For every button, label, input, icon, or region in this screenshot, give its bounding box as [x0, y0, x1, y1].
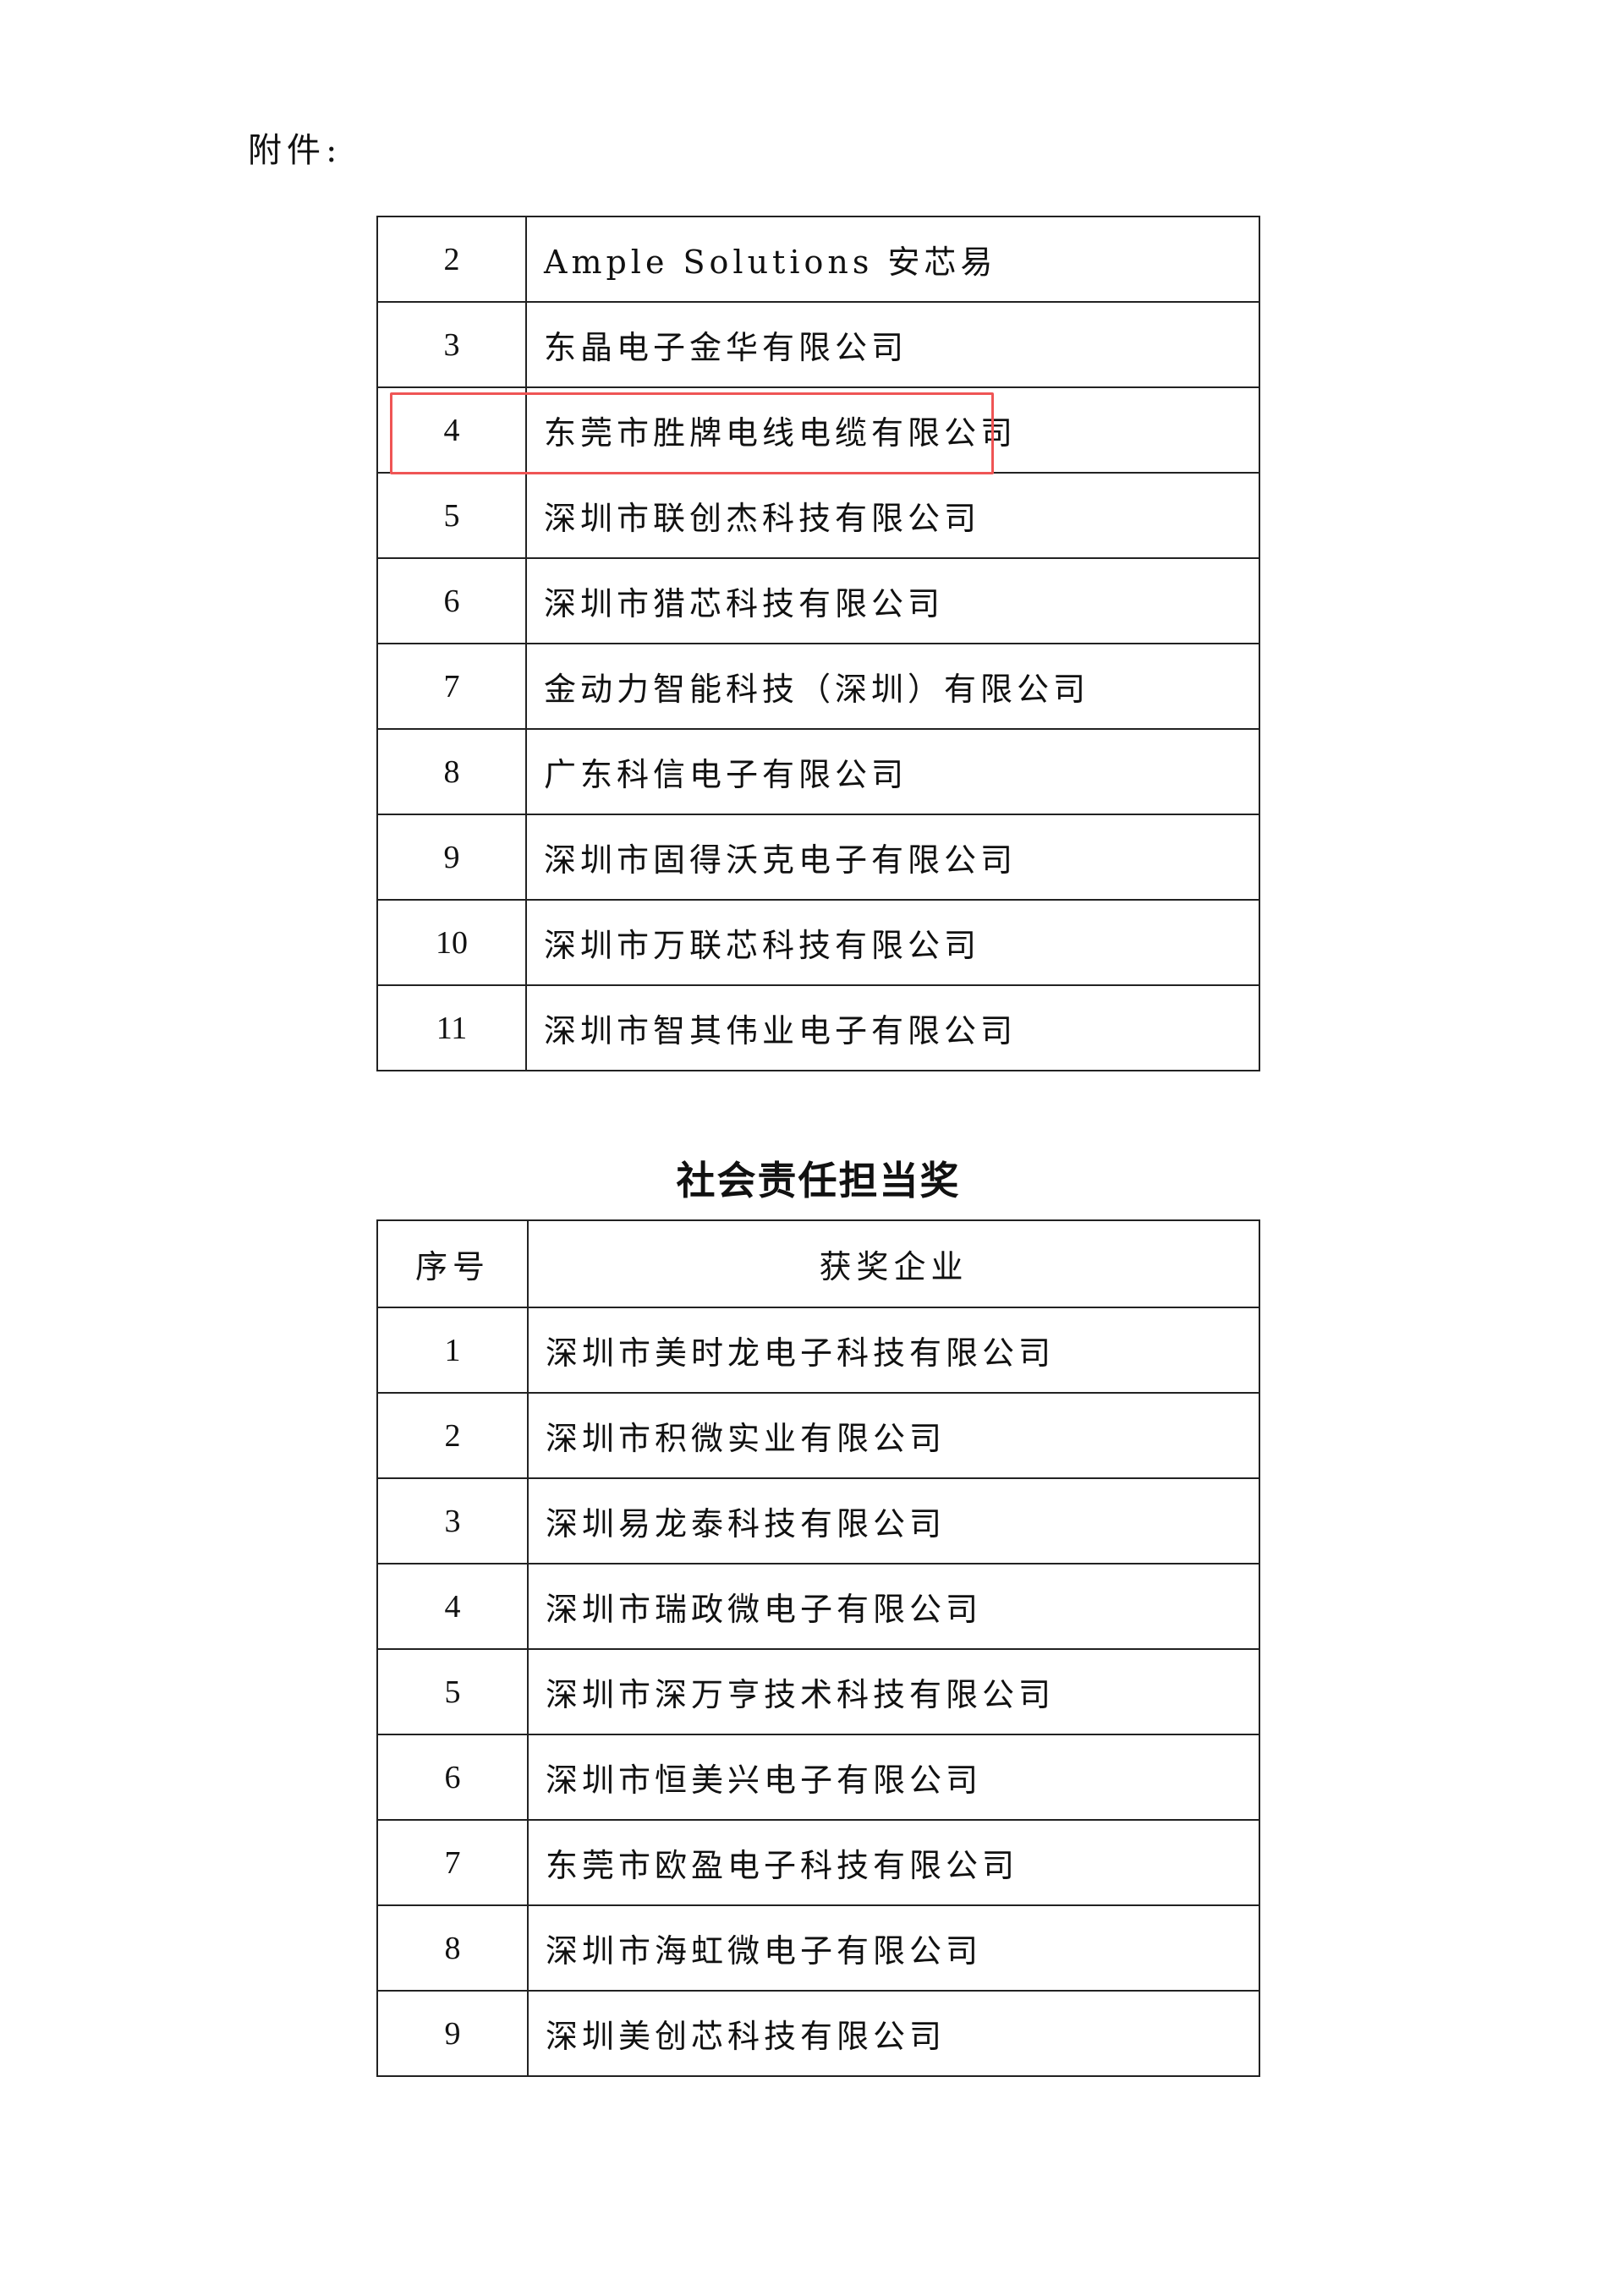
row-number: 4: [376, 1563, 529, 1650]
company-name: 深圳市恒美兴电子有限公司: [527, 1734, 1260, 1821]
company-name: 广东科信电子有限公司: [525, 728, 1260, 815]
company-name: 深圳市瑞政微电子有限公司: [527, 1563, 1260, 1650]
company-name: 深圳市深万亨技术科技有限公司: [527, 1648, 1260, 1735]
row-number: 3: [376, 301, 527, 388]
company-name: 深圳市联创杰科技有限公司: [525, 472, 1260, 559]
company-name: 深圳市积微实业有限公司: [527, 1392, 1260, 1479]
company-name: 深圳市美时龙电子科技有限公司: [527, 1307, 1260, 1394]
row-number: 3: [376, 1477, 529, 1564]
company-name: 深圳市智其伟业电子有限公司: [525, 984, 1260, 1071]
row-number: 11: [376, 984, 527, 1071]
row-number: 5: [376, 1648, 529, 1735]
section-title: 社会责任担当奖: [676, 1158, 961, 1203]
company-name: 深圳市猎芯科技有限公司: [525, 557, 1260, 644]
company-name: Ample Solutions 安芯易: [525, 216, 1260, 303]
row-number: 6: [376, 1734, 529, 1821]
row-number: 9: [376, 814, 527, 901]
row-number: 6: [376, 557, 527, 644]
company-name: 深圳美创芯科技有限公司: [527, 1990, 1260, 2077]
header-no: 序号: [376, 1219, 529, 1308]
row-number: 10: [376, 899, 527, 986]
highlight-box: [390, 392, 994, 474]
company-name: 东莞市胜牌电线电缆有限公司: [525, 386, 1260, 474]
company-name: 东晶电子金华有限公司: [525, 301, 1260, 388]
row-number: 4: [376, 386, 527, 474]
company-name: 深圳市固得沃克电子有限公司: [525, 814, 1260, 901]
company-name: 金动力智能科技（深圳）有限公司: [525, 643, 1260, 730]
row-number: 2: [376, 216, 527, 303]
company-name: 深圳易龙泰科技有限公司: [527, 1477, 1260, 1564]
row-number: 1: [376, 1307, 529, 1394]
company-name: 深圳市海虹微电子有限公司: [527, 1904, 1260, 1992]
header-company: 获奖企业: [527, 1219, 1260, 1308]
table-header-row: 序号 获奖企业: [376, 1219, 1260, 1308]
row-number: 5: [376, 472, 527, 559]
row-number: 8: [376, 728, 527, 815]
attachment-label: 附件:: [248, 131, 343, 170]
row-number: 7: [376, 643, 527, 730]
company-name: 深圳市万联芯科技有限公司: [525, 899, 1260, 986]
row-number: 9: [376, 1990, 529, 2077]
row-number: 8: [376, 1904, 529, 1992]
company-name: 东莞市欧盈电子科技有限公司: [527, 1819, 1260, 1906]
row-number: 7: [376, 1819, 529, 1906]
row-number: 2: [376, 1392, 529, 1479]
